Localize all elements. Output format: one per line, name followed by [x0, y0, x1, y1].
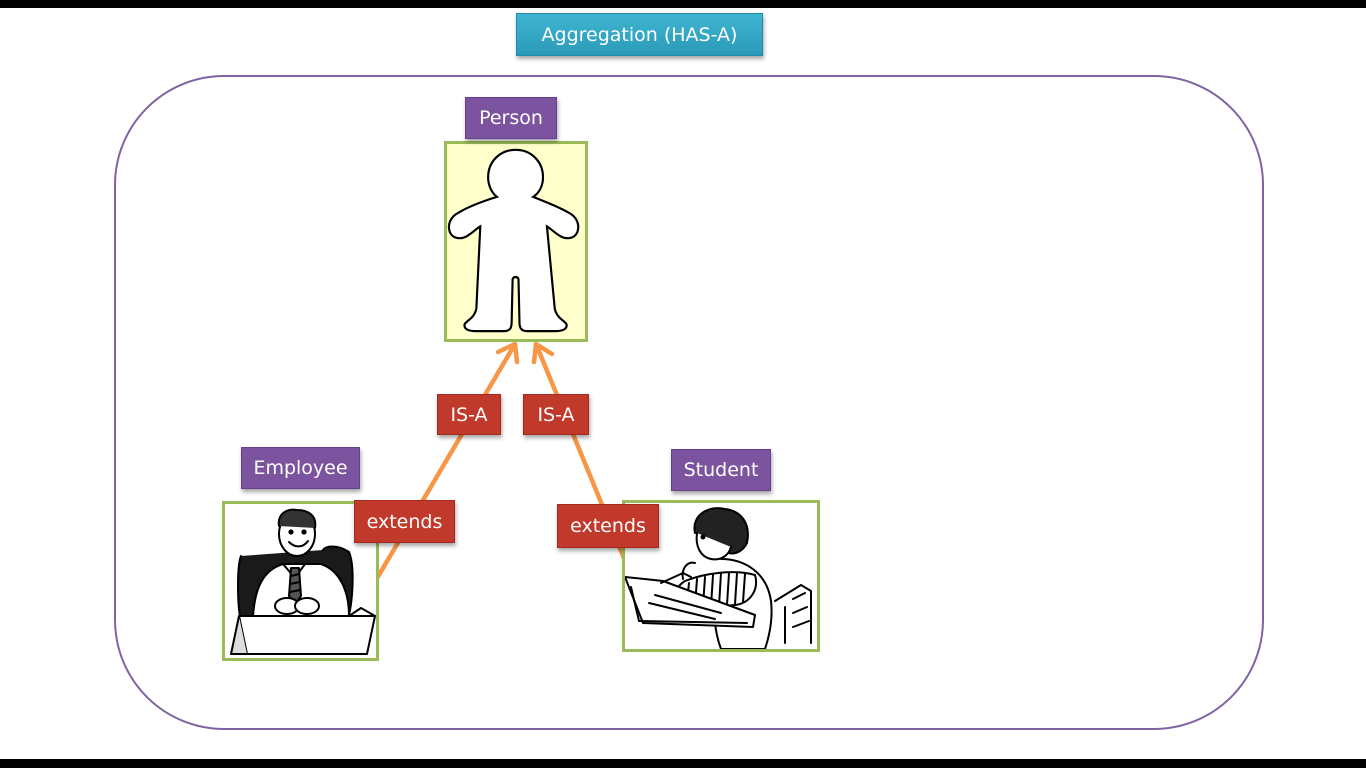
student-writing-icon	[625, 507, 812, 649]
employee-label: Employee	[241, 447, 360, 489]
businessman-at-desk-icon	[230, 508, 376, 655]
top-letterbox-bar	[0, 0, 1366, 8]
isa-label-student: IS-A	[523, 394, 589, 435]
employee-frame	[222, 501, 379, 661]
gingerbread-person-icon	[447, 148, 580, 333]
student-label: Student	[671, 449, 771, 491]
extends-label-employee: extends	[354, 500, 455, 543]
diagram-title: Aggregation (HAS-A)	[516, 13, 763, 56]
bottom-letterbox-bar	[0, 759, 1366, 768]
isa-label-employee: IS-A	[437, 394, 501, 435]
person-frame	[444, 141, 588, 342]
extends-label-student: extends	[557, 504, 659, 548]
aggregation-container	[114, 75, 1264, 730]
person-label: Person	[465, 97, 557, 139]
employee-to-person-arrow	[373, 341, 520, 583]
student-frame	[622, 500, 820, 652]
